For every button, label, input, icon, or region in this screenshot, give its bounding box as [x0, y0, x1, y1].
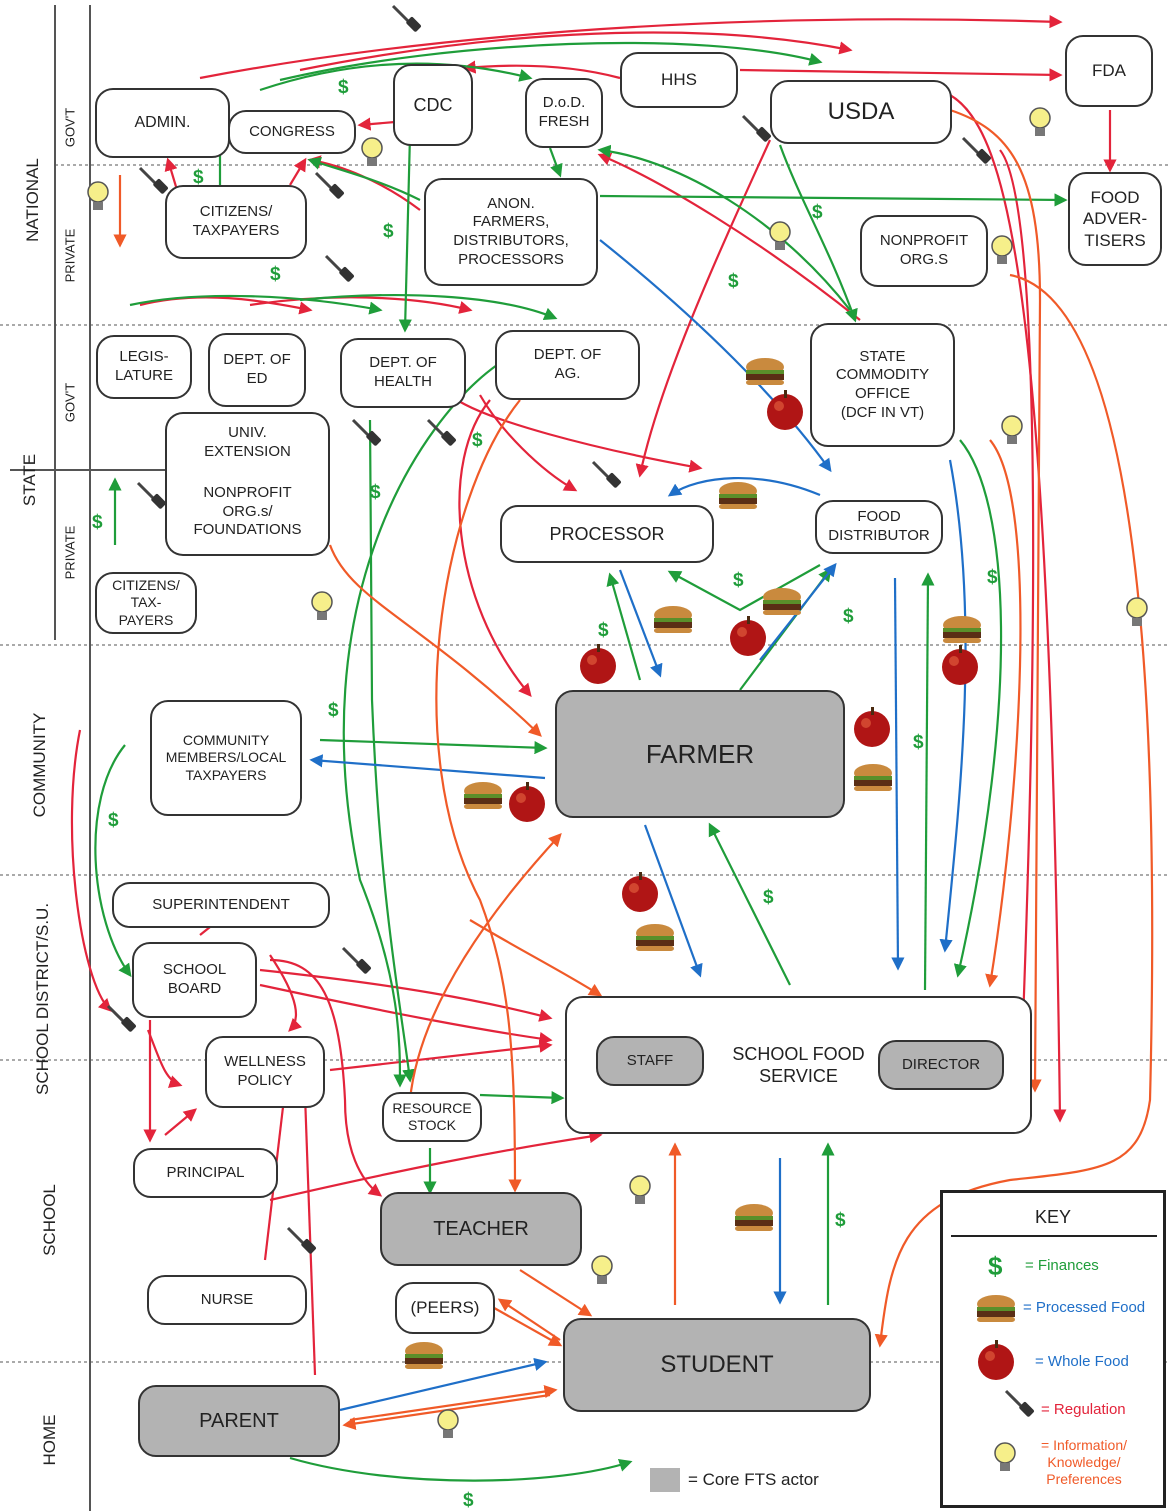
- level-school-district: SCHOOL DISTRICT/S.U.: [33, 902, 52, 1095]
- actor-citizens-national[interactable]: CITIZENS/ TAXPAYERS: [165, 185, 307, 259]
- svg-text:$: $: [270, 264, 281, 285]
- level-community: COMMUNITY: [30, 712, 49, 818]
- actor-usda[interactable]: USDA: [770, 80, 952, 144]
- svg-text:$: $: [733, 570, 744, 591]
- svg-text:$: $: [370, 482, 381, 503]
- key-processed-food: = Processed Food: [1023, 1299, 1146, 1316]
- svg-text:$: $: [338, 77, 349, 98]
- level-home: HOME: [40, 1414, 59, 1466]
- actor-community-members[interactable]: COMMUNITY MEMBERS/LOCAL TAXPAYERS: [150, 700, 302, 816]
- svg-text:$: $: [987, 567, 998, 588]
- level-state-private: PRIVATE: [62, 525, 78, 580]
- actor-dod-fresh[interactable]: D.o.D. FRESH: [525, 78, 603, 148]
- actor-food-distributor[interactable]: FOOD DISTRIBUTOR: [815, 500, 943, 554]
- actor-fda[interactable]: FDA: [1065, 35, 1153, 107]
- svg-text:$: $: [812, 202, 823, 223]
- svg-text:$: $: [472, 430, 483, 451]
- actor-resource-stock[interactable]: RESOURCE STOCK: [382, 1092, 482, 1142]
- key-box: KEY $ = Finances = Processed Food = Whol…: [940, 1190, 1166, 1508]
- core-actor-legend: = Core FTS actor: [650, 1468, 819, 1492]
- actor-dept-health[interactable]: DEPT. OF HEALTH: [340, 338, 466, 408]
- svg-text:$: $: [913, 732, 924, 753]
- level-national-govt: GOV'T: [62, 107, 78, 148]
- actor-farmer[interactable]: FARMER: [555, 690, 845, 818]
- svg-text:$: $: [728, 271, 739, 292]
- actor-hhs[interactable]: HHS: [620, 52, 738, 108]
- svg-text:$: $: [328, 700, 339, 721]
- actor-school-board[interactable]: SCHOOL BOARD: [132, 942, 257, 1018]
- key-information: = Information/ Knowledge/ Preferences: [1041, 1437, 1127, 1487]
- svg-text:$: $: [108, 810, 119, 831]
- actor-anon-farmers[interactable]: ANON. FARMERS, DISTRIBUTORS, PROCESSORS: [424, 178, 598, 286]
- dollar-layer: $ $ $ $ $ $ $ $ $ $ $ $ $ $ $ $ $ $ $: [92, 77, 998, 1511]
- level-national-private: PRIVATE: [62, 228, 78, 283]
- actor-congress[interactable]: CONGRESS: [228, 110, 356, 154]
- actor-legislature[interactable]: LEGIS- LATURE: [96, 335, 192, 399]
- core-actor-legend-label: = Core FTS actor: [688, 1470, 819, 1489]
- actor-teacher[interactable]: TEACHER: [380, 1192, 582, 1266]
- actor-nurse[interactable]: NURSE: [147, 1275, 307, 1325]
- level-grid: [0, 5, 1170, 1511]
- svg-text:$: $: [843, 606, 854, 627]
- key-finances: = Finances: [1025, 1257, 1099, 1274]
- key-regulation: = Regulation: [1041, 1401, 1126, 1418]
- actor-wellness-policy[interactable]: WELLNESS POLICY: [205, 1036, 325, 1108]
- key-lightbulb-icon: [994, 1442, 1016, 1472]
- actor-student[interactable]: STUDENT: [563, 1318, 871, 1412]
- key-dollar-icon: $: [988, 1251, 1003, 1281]
- school-food-service-label: SCHOOL FOOD SERVICE: [732, 1043, 865, 1087]
- svg-text:$: $: [835, 1210, 846, 1231]
- actor-dept-ed[interactable]: DEPT. OF ED: [208, 333, 306, 407]
- actor-univ-extension[interactable]: UNIV. EXTENSION: [165, 412, 330, 472]
- actor-admin[interactable]: ADMIN.: [95, 88, 230, 158]
- key-apple-icon: [978, 1340, 1014, 1380]
- svg-text:$: $: [383, 221, 394, 242]
- actor-director[interactable]: DIRECTOR: [878, 1040, 1004, 1090]
- actor-peers[interactable]: (PEERS): [395, 1282, 495, 1334]
- actor-food-advertisers[interactable]: FOOD ADVER- TISERS: [1068, 172, 1162, 266]
- actor-citizens-state[interactable]: CITIZENS/ TAX-PAYERS: [95, 572, 197, 634]
- level-state: STATE: [20, 453, 39, 507]
- core-actor-swatch: [650, 1468, 680, 1492]
- level-school: SCHOOL: [40, 1184, 59, 1256]
- svg-text:$: $: [193, 167, 204, 188]
- regulation-arrows: [70, 15, 1117, 1376]
- finance-arrows: [94, 41, 1068, 1482]
- key-title: KEY: [1034, 1207, 1072, 1227]
- svg-text:$: $: [763, 887, 774, 908]
- actor-processor[interactable]: PROCESSOR: [500, 505, 714, 563]
- actor-parent[interactable]: PARENT: [138, 1385, 340, 1457]
- actor-nonprofit-state[interactable]: NONPROFIT ORG.s/ FOUNDATIONS: [165, 470, 330, 556]
- actor-superintendent[interactable]: SUPERINTENDENT: [112, 882, 330, 928]
- actor-dept-ag[interactable]: DEPT. OF AG.: [495, 330, 640, 400]
- actor-state-commodity[interactable]: STATE COMMODITY OFFICE (DCF IN VT): [810, 323, 955, 447]
- actor-principal[interactable]: PRINCIPAL: [133, 1148, 278, 1198]
- key-gavel-icon: [1004, 1389, 1037, 1419]
- food-arrows: [309, 239, 967, 1412]
- actor-cdc[interactable]: CDC: [393, 64, 473, 146]
- actor-staff[interactable]: STAFF: [596, 1036, 704, 1086]
- actor-nonprofit-national[interactable]: NONPROFIT ORG.S: [860, 215, 988, 287]
- svg-text:$: $: [92, 512, 103, 533]
- key-hamburger-icon: [977, 1295, 1015, 1322]
- svg-text:$: $: [598, 620, 609, 641]
- level-national: NATIONAL: [23, 158, 42, 242]
- level-state-govt: GOV'T: [62, 382, 78, 423]
- key-divider: [951, 1235, 1157, 1237]
- svg-text:$: $: [463, 1490, 474, 1511]
- key-whole-food: = Whole Food: [1035, 1353, 1129, 1370]
